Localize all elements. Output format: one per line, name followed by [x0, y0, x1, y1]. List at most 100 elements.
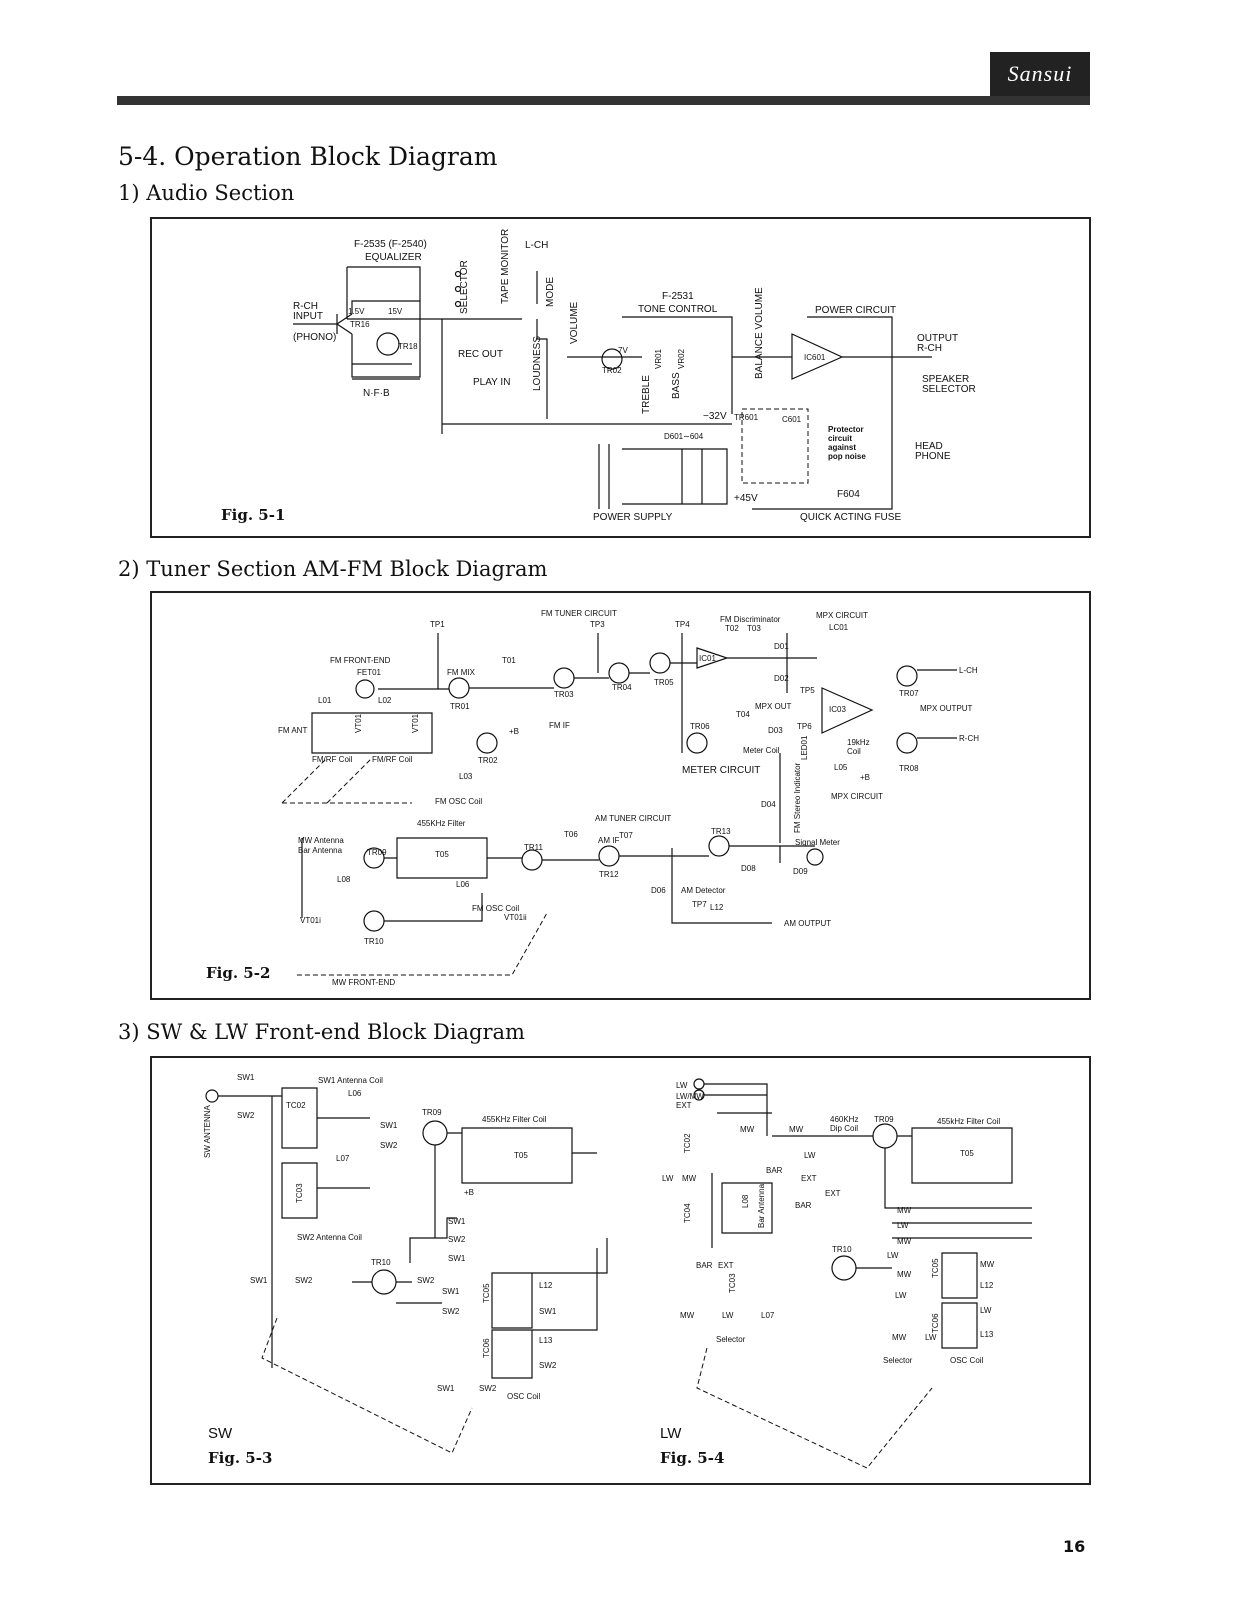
sw-l13: L13 [539, 1336, 553, 1345]
sw-tc03: TC03 [295, 1183, 304, 1203]
lw-lwmw: LW/MW [676, 1092, 704, 1101]
output-label: OUTPUT [917, 333, 958, 344]
plus-b-2: +B [860, 773, 870, 782]
tuner-heading: 2) Tuner Section AM-FM Block Diagram [118, 557, 548, 581]
d03: D03 [768, 726, 783, 735]
tr03: TR03 [554, 690, 574, 699]
tr01: TR01 [450, 702, 470, 711]
lw-ext-b: EXT [825, 1189, 841, 1198]
rch-input-label: R-CH [293, 301, 318, 312]
fig-5-1: Fig. 5-1 [221, 506, 286, 524]
fig-5-4: Fig. 5-4 [660, 1449, 725, 1467]
lw-lw-a: LW [804, 1151, 816, 1160]
protector4: pop noise [828, 452, 866, 461]
lw-mw-f: MW [897, 1237, 912, 1246]
v15a: 1.5V [348, 307, 365, 316]
fm-rf-coil-2: FM/RF Coil [372, 755, 413, 764]
lw-lw-e: LW [887, 1251, 899, 1260]
lw-bar-c: BAR [696, 1261, 713, 1270]
t03: T03 [747, 624, 761, 633]
tr16: TR16 [350, 320, 370, 329]
mw-antenna: MW Antenna [298, 836, 344, 845]
lw-ext-a: EXT [801, 1174, 817, 1183]
d08: D08 [741, 864, 756, 873]
sw-tc02: TC02 [286, 1101, 306, 1110]
tone-model: F-2531 [662, 291, 694, 302]
lw-lw-g: LW [980, 1306, 992, 1315]
tone-control-label: TONE CONTROL [638, 304, 718, 315]
eq-model: F-2535 (F-2540) [354, 239, 427, 250]
tr02-label: TR02 [602, 366, 622, 375]
lw-mw-a: MW [740, 1125, 755, 1134]
volume-label: VOLUME [569, 301, 580, 344]
d601: D601∼604 [664, 432, 704, 441]
c601: C601 [782, 415, 802, 424]
protector1: Protector [828, 425, 864, 434]
t04: T04 [736, 710, 750, 719]
mode-label: MODE [545, 277, 556, 307]
sw-sw1-a: SW1 [448, 1217, 466, 1226]
tuner-lch: L-CH [959, 666, 978, 675]
fm-rf-coil-1: FM/RF Coil [312, 755, 353, 764]
d01: D01 [774, 642, 789, 651]
sw2-ant-coil: SW2 Antenna Coil [297, 1233, 362, 1242]
audio-diagram: F-2535 (F-2540) EQUALIZER R-CH INPUT (PH… [150, 217, 1091, 538]
phone-label: PHONE [915, 451, 951, 462]
swlw-schematic: SW1 SW2 SW ANTENNA SW1 Antenna Coil L06 … [203, 1073, 1032, 1469]
am-tuner-circuit: AM TUNER CIRCUIT [595, 814, 671, 823]
section-title: 5-4. Operation Block Diagram [118, 142, 498, 171]
sw-l07: L07 [336, 1154, 350, 1163]
tr07: TR07 [899, 689, 919, 698]
d06: D06 [651, 886, 666, 895]
ic601: IC601 [804, 353, 826, 362]
lw-l12: L12 [980, 1281, 994, 1290]
d02: D02 [774, 674, 789, 683]
ic01: IC01 [699, 654, 716, 663]
power-circuit-label: POWER CIRCUIT [815, 305, 896, 316]
sw-sw2-c: SW2 [295, 1276, 313, 1285]
t06: T06 [564, 830, 578, 839]
tp6: TP6 [797, 722, 812, 731]
tp3: TP3 [590, 620, 605, 629]
v32: −32V [703, 411, 727, 422]
balance-volume-label: BALANCE VOLUME [754, 287, 765, 379]
nfb-label: N·F·B [363, 388, 390, 399]
swlw-heading: 3) SW & LW Front-end Block Diagram [118, 1020, 525, 1044]
v45: +45V [734, 493, 758, 504]
fm-front-end: FM FRONT-END [330, 656, 391, 665]
phono-label: (PHONO) [293, 332, 336, 343]
loudness-label: LOUDNESS [532, 336, 543, 391]
bass-label: BASS [671, 372, 682, 399]
lw-bar-antenna: Bar Antenna [757, 1183, 766, 1228]
fm-mix: FM MIX [447, 668, 476, 677]
sw1-ant-coil: SW1 Antenna Coil [318, 1076, 383, 1085]
sw-tc05: TC05 [482, 1283, 491, 1303]
sw-caption: SW [208, 1425, 233, 1442]
lw-tr10: TR10 [832, 1245, 852, 1254]
vr02: VR02 [677, 348, 686, 369]
head-label: HEAD [915, 441, 943, 452]
fig-5-3: Fig. 5-3 [208, 1449, 273, 1467]
t05: T05 [435, 850, 449, 859]
tr02-fm: TR02 [478, 756, 498, 765]
ic03: IC03 [829, 705, 846, 714]
mpx-out: MPX OUT [755, 702, 792, 711]
sw-sw1-d: SW1 [442, 1287, 460, 1296]
l06: L06 [456, 880, 470, 889]
audio-schematic: F-2535 (F-2540) EQUALIZER R-CH INPUT (PH… [293, 229, 976, 523]
lw-mw-i: MW [892, 1333, 907, 1342]
sw-sw2-e: SW2 [539, 1361, 557, 1370]
lw-tr09: TR09 [874, 1115, 894, 1124]
lw-dip1: 460KHz [830, 1115, 858, 1124]
l03: L03 [459, 772, 473, 781]
l05: L05 [834, 763, 848, 772]
quick-fuse-label: QUICK ACTING FUSE [800, 512, 901, 523]
sw-sw2-mid: SW2 [380, 1141, 398, 1150]
tp5: TP5 [800, 686, 815, 695]
lw-lw-d: LW [897, 1221, 909, 1230]
lw-osc-coil: OSC Coil [950, 1356, 984, 1365]
lw-ext: EXT [676, 1101, 692, 1110]
treble-label: TREBLE [641, 375, 652, 414]
fm-osc-coil: FM OSC Coil [435, 797, 482, 806]
lw-mw-e: MW [897, 1206, 912, 1215]
